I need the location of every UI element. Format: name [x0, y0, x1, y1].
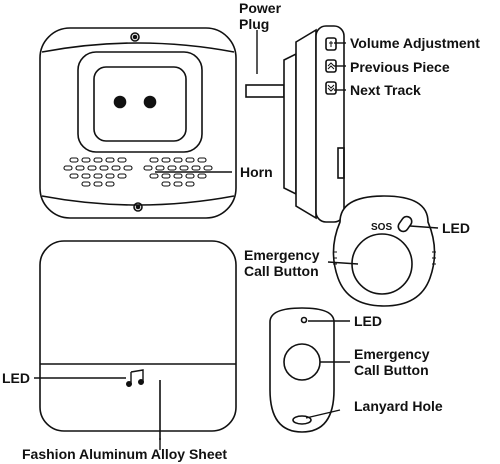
horn-grille: [63, 157, 213, 187]
next-track-label: Next Track: [350, 82, 421, 98]
doorbell-led-label: LED: [2, 370, 30, 386]
receiver-side: [245, 25, 345, 223]
key-fob: [269, 307, 335, 433]
horn-label: Horn: [240, 164, 273, 180]
pendant-led-label: LED: [442, 220, 470, 236]
fashion-sheet-label: Fashion Aluminum Alloy Sheet: [22, 446, 228, 462]
lanyard-hole-label: Lanyard Hole: [354, 398, 443, 414]
fob-led-label: LED: [354, 313, 382, 329]
power-plug-label-2: Plug: [239, 16, 270, 32]
volume-adjustment-label: Volume Adjustment: [350, 35, 480, 51]
power-plug-label-1: Power: [239, 0, 282, 16]
receiver-front: [39, 27, 237, 219]
sos-pendant: [332, 195, 436, 307]
previous-piece-label: Previous Piece: [350, 59, 450, 75]
pendant-emergency-label-1: Emergency: [244, 247, 320, 263]
pendant-emergency-label-2: Call Button: [244, 263, 319, 279]
doorbell-button: [39, 240, 237, 440]
fob-emergency-label-2: Call Button: [354, 362, 429, 378]
leader-lines: [34, 30, 439, 450]
sos-text: SOS: [371, 222, 393, 233]
fob-emergency-label-1: Emergency: [354, 346, 430, 362]
